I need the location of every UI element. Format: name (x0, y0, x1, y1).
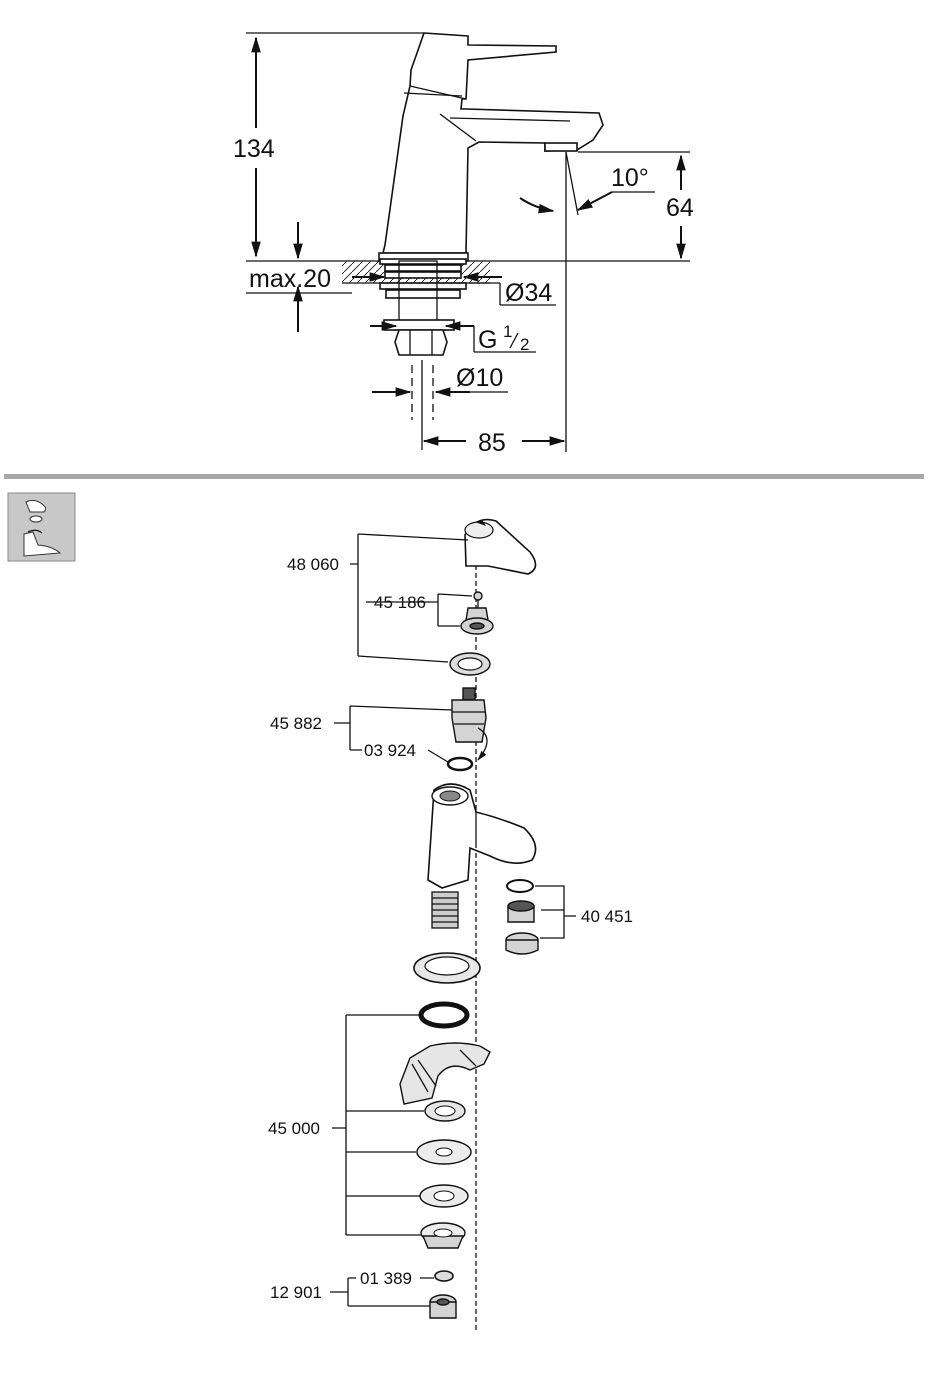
gasket-part (421, 1004, 467, 1026)
dim-spout-height: 64 (666, 194, 694, 222)
adapter-part (461, 608, 493, 634)
part-nut-set: 12 901 (270, 1283, 322, 1302)
cartridge-part (452, 688, 487, 760)
small-washer-part (435, 1271, 453, 1281)
part-fixing-set: 45 000 (268, 1119, 320, 1138)
part-washer: 01 389 (360, 1269, 412, 1288)
dim-projection: 85 (478, 429, 506, 457)
part-screw-set: 45 186 (374, 593, 426, 612)
dim-angle: 10° (611, 164, 649, 192)
compression-nut-part (430, 1295, 456, 1318)
part-cartridge: 45 882 (270, 714, 322, 733)
part-aerator: 40 451 (581, 907, 633, 926)
base-flange (414, 953, 480, 983)
aerator-part (506, 880, 538, 954)
section-divider (4, 474, 924, 479)
dim-thread-denominator: 2 (520, 335, 529, 354)
dim-pipe-diameter: Ø10 (456, 364, 503, 392)
dim-hole-diameter: Ø34 (505, 279, 552, 307)
screw-part (474, 592, 482, 608)
exploded-view (400, 520, 538, 1330)
dimension-drawing: 134 64 10° max.20 Ø34 G 1 2 (233, 33, 694, 457)
dim-thread: G (478, 326, 497, 354)
washer-stack (417, 1101, 471, 1248)
part-lever: 48 060 (287, 555, 339, 574)
spare-parts-icon (8, 493, 75, 561)
o-ring-part (448, 758, 472, 770)
faucet-side-view (379, 33, 603, 261)
lever-handle (465, 520, 536, 574)
dim-deck-thickness: max.20 (249, 265, 331, 293)
part-o-ring: 03 924 (364, 741, 416, 760)
dim-height: 134 (233, 135, 275, 163)
dim-thread-numerator: 1 (503, 322, 512, 341)
fixing-assembly (380, 259, 466, 450)
